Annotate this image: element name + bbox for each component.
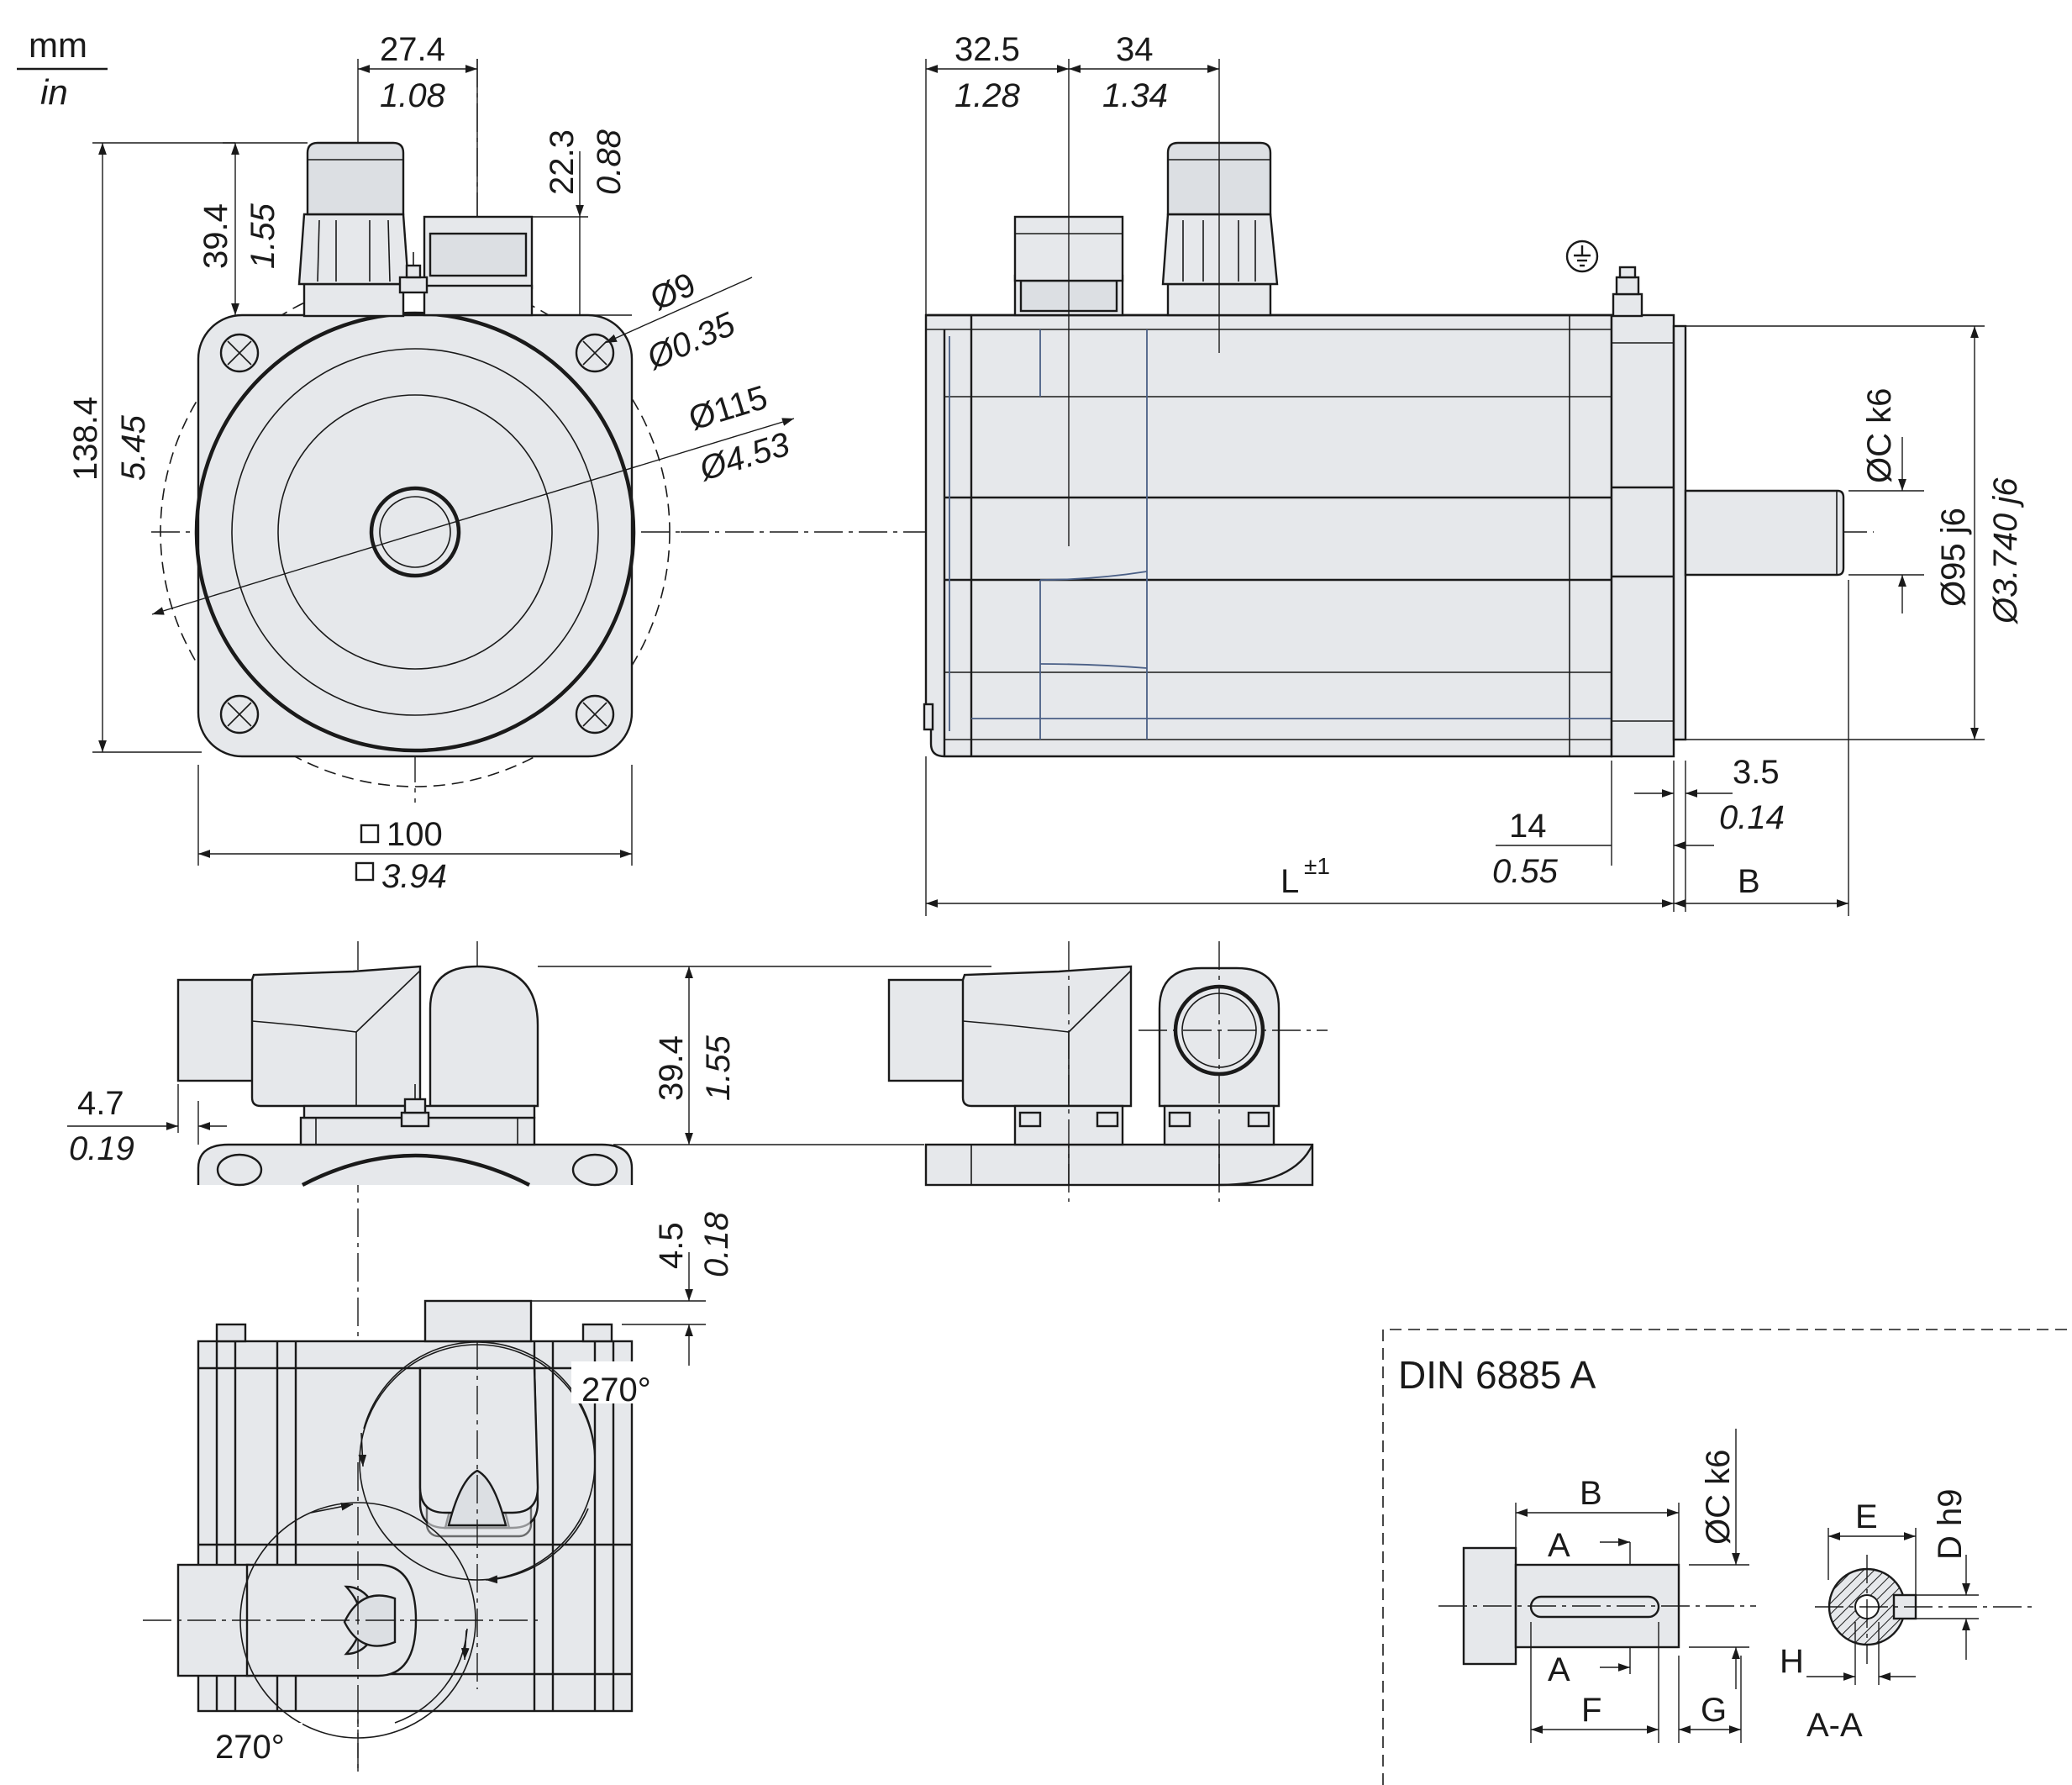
dim-138-4-in: 5.45 <box>115 414 152 481</box>
mid-view: 4.7 0.19 39.4 1.55 <box>67 941 1328 1773</box>
dim-shaft-length: B <box>1738 863 1760 900</box>
detail-section-top: A <box>1548 1527 1570 1564</box>
dim-3-5-mm: 3.5 <box>1733 754 1780 791</box>
units-legend: mm in <box>17 25 108 112</box>
dim-14-in: 0.55 <box>1492 853 1559 890</box>
dim-hole-mm: Ø9 <box>645 266 702 318</box>
side-view: 32.5 1.28 34 1.34 ØC k6 Ø95 j6 Ø3.740 j6… <box>681 31 2024 916</box>
unit-mm: mm <box>29 25 87 65</box>
detail-section-label: A-A <box>1806 1707 1863 1744</box>
dim-3-5-in: 0.14 <box>1719 799 1785 836</box>
detail-key-pos: F <box>1581 1692 1601 1729</box>
front-encoder-connector <box>423 215 534 317</box>
front-power-connector <box>297 141 410 318</box>
detail-section-bot: A <box>1548 1651 1570 1688</box>
dim-mid-39-4-in: 1.55 <box>700 1035 737 1101</box>
dim-hole-in: Ø0.35 <box>640 305 741 377</box>
dim-4-7-in: 0.19 <box>69 1130 134 1167</box>
unit-in: in <box>40 72 68 112</box>
dim-pilot-in: Ø3.740 j6 <box>1987 477 2024 625</box>
dim-mid-39-4-mm: 39.4 <box>653 1035 690 1101</box>
detail-center-hole: H <box>1780 1643 1804 1680</box>
dim-22-3-in: 0.88 <box>591 129 628 195</box>
dim-39-4-in: 1.55 <box>245 203 281 269</box>
dim-34-mm: 34 <box>1116 31 1154 68</box>
side-power-connector <box>1161 141 1279 317</box>
dim-34-in: 1.34 <box>1102 77 1168 114</box>
dim-4-7-mm: 4.7 <box>77 1085 124 1122</box>
side-pilot <box>1672 324 1687 741</box>
dim-4-5-mm: 4.5 <box>653 1222 690 1269</box>
side-shaft <box>1684 489 1845 577</box>
dim-14-mm: 14 <box>1509 808 1547 845</box>
detail-key-width: E <box>1855 1498 1878 1535</box>
dim-39-4-mm: 39.4 <box>197 203 234 269</box>
detail-title: DIN 6885 A <box>1398 1353 1596 1397</box>
mid-flange <box>197 1143 634 1185</box>
detail-shoulder: G <box>1701 1692 1727 1729</box>
front-ground-bolt <box>398 252 429 294</box>
rotation-label-power: 270° <box>215 1729 285 1766</box>
side-body <box>924 313 1613 758</box>
dim-27-4-in: 1.08 <box>380 77 446 114</box>
dim-32-5-mm: 32.5 <box>954 31 1020 68</box>
dim-length-tol: ±1 <box>1304 853 1330 879</box>
ground-stud <box>1612 266 1643 318</box>
top-view: 270° 270° 4.5 0.18 <box>143 1211 735 1773</box>
dim-138-4-mm: 138.4 <box>67 397 104 481</box>
dim-4-5-in: 0.18 <box>698 1211 735 1277</box>
dim-100-mm: 100 <box>387 816 443 853</box>
dim-length: L <box>1281 863 1299 900</box>
mounting-holes <box>219 333 615 735</box>
front-view: 27.4 1.08 39.4 1.55 22.3 0.88 Ø9 Ø0.35 Ø… <box>67 31 795 895</box>
detail-key-height: D h9 <box>1932 1489 1969 1561</box>
dim-pilot-mm: Ø95 j6 <box>1935 508 1972 607</box>
ground-symbol-icon <box>1565 240 1599 273</box>
dim-22-3-mm: 22.3 <box>544 129 581 195</box>
side-flange <box>1610 313 1675 758</box>
dim-shaft-c: ØC k6 <box>1861 388 1898 483</box>
din-detail: DIN 6885 A B A A F G ØC k6 <box>1382 1329 2072 1785</box>
rotation-label-encoder: 270° <box>581 1372 651 1409</box>
detail-key-length: B <box>1580 1475 1602 1512</box>
dim-32-5-in: 1.28 <box>954 77 1021 114</box>
dim-27-4-mm: 27.4 <box>380 31 445 68</box>
dim-100-in: 3.94 <box>381 858 447 895</box>
detail-shaft-dia: ØC k6 <box>1700 1450 1737 1545</box>
dim-bolt-circle-in: Ø4.53 <box>694 426 794 489</box>
